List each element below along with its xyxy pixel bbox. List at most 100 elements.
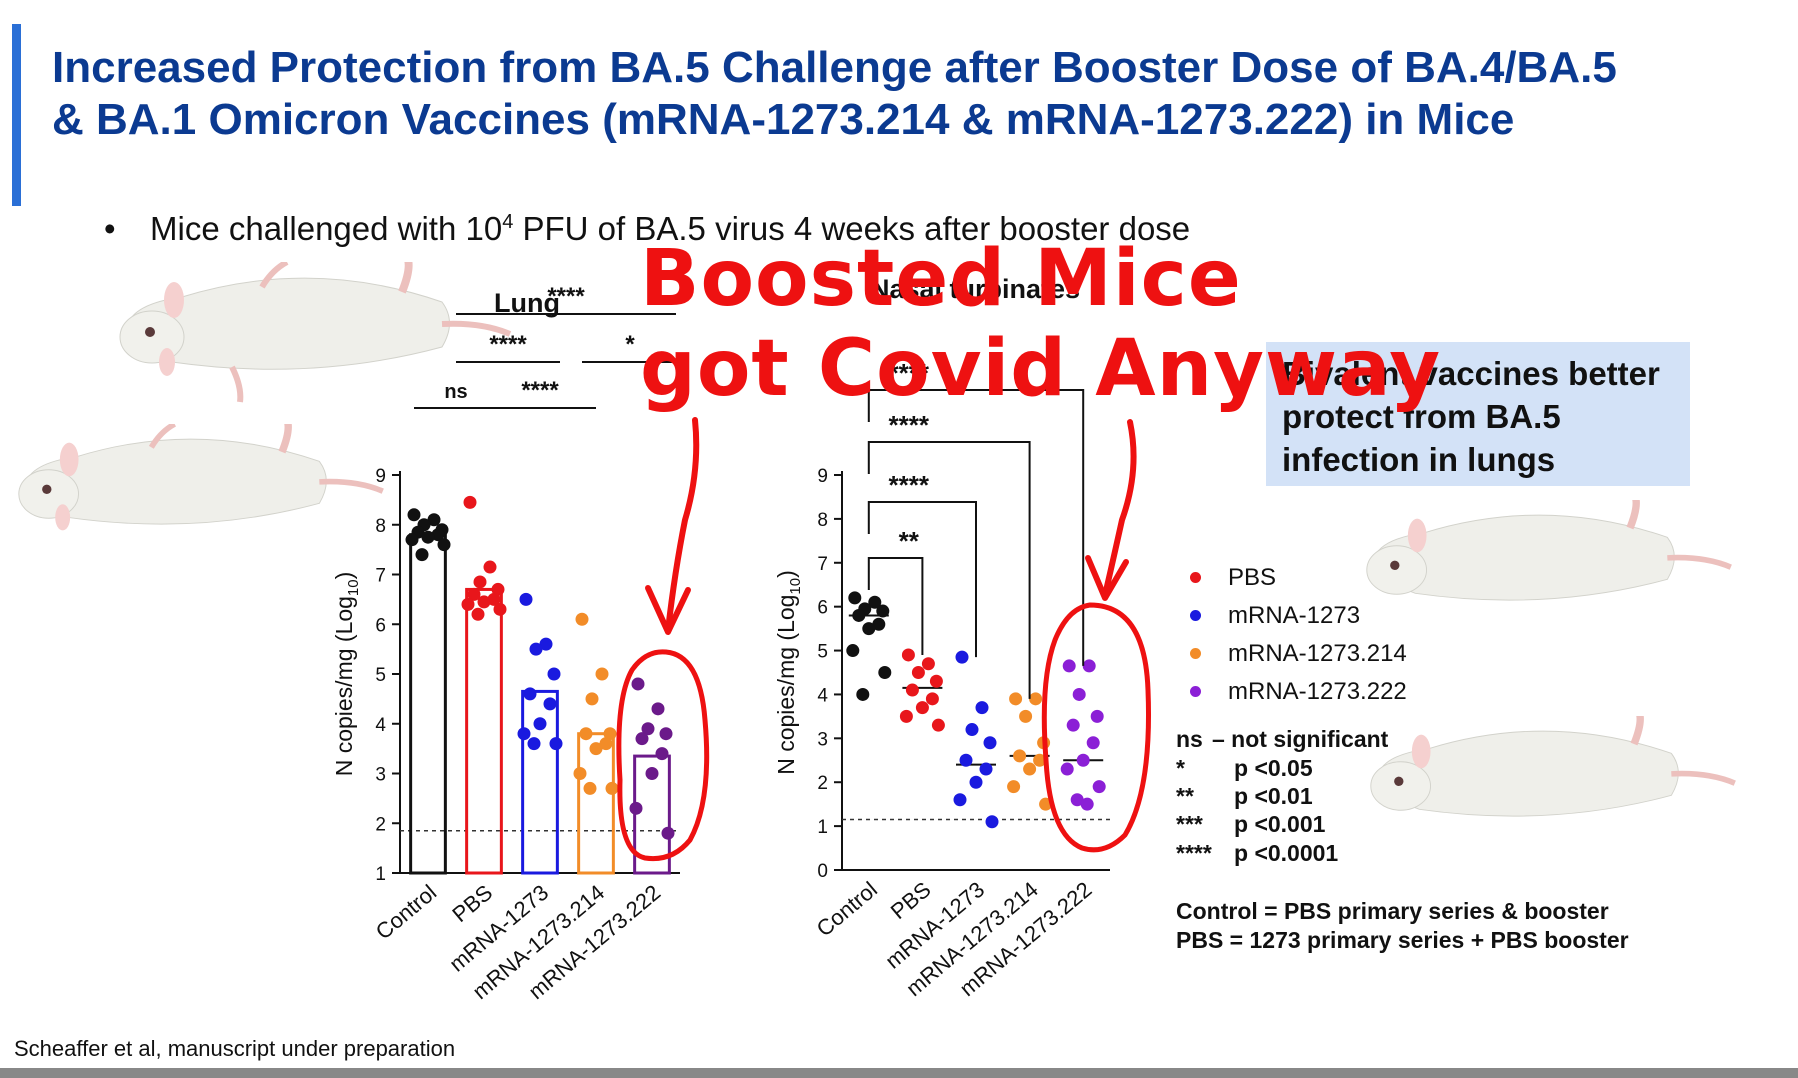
comparison-bracket (867, 389, 1085, 666)
data-point (655, 747, 669, 761)
data-point (661, 826, 675, 840)
data-point (407, 508, 421, 522)
bar (577, 732, 615, 875)
data-point (868, 595, 882, 609)
data-point (1060, 762, 1074, 776)
title-accent-bar (12, 24, 21, 206)
y-tick-label: 3 (375, 765, 386, 786)
data-point (955, 650, 969, 664)
data-point (549, 737, 563, 751)
data-point (523, 687, 537, 701)
data-point (595, 667, 609, 681)
data-point (415, 548, 429, 562)
data-point (878, 666, 892, 679)
significance-symbol: * (1176, 755, 1185, 781)
y-tick-label: 7 (817, 554, 828, 575)
data-point (901, 648, 915, 662)
callout-text: Bivalent vaccines better protect from BA… (1282, 355, 1660, 478)
y-tick-label: 1 (817, 817, 828, 838)
mouse-icon (18, 424, 384, 531)
mouse-icon (119, 262, 512, 403)
data-point (953, 793, 967, 807)
y-tick-label: 9 (375, 466, 386, 487)
data-point (872, 617, 886, 631)
legend-label: mRNA-1273 (1228, 602, 1361, 629)
overlay-line-1: Boosted Mice (640, 234, 1242, 324)
data-point (921, 657, 935, 671)
comparison-label: ns (444, 381, 467, 403)
data-point (1086, 736, 1100, 750)
y-axis-label: N copies/mg (Log10) (773, 570, 804, 775)
comparison-label: ** (899, 526, 920, 556)
data-point (911, 666, 925, 679)
data-point (605, 781, 619, 795)
data-point (1007, 780, 1021, 794)
data-point (437, 538, 451, 552)
definition-control: Control = PBS primary series & booster (1176, 898, 1609, 924)
y-axis-label-subscript: 10 (345, 579, 362, 596)
y-tick-label: 5 (375, 665, 386, 686)
significance-symbol: ns (1176, 726, 1203, 752)
data-point (1072, 687, 1086, 701)
comparison-label: **** (547, 283, 585, 310)
data-point (471, 607, 485, 621)
y-tick-label: 7 (375, 566, 386, 587)
comparison-bracket (867, 441, 1031, 699)
data-point (876, 604, 890, 618)
bar (465, 587, 503, 875)
legend-label: mRNA-1273.222 (1228, 678, 1407, 705)
data-point (659, 727, 673, 741)
comparison-label: **** (489, 331, 527, 358)
data-point (463, 495, 477, 509)
legend-dot (1190, 610, 1201, 621)
data-point (1092, 780, 1106, 794)
data-point (461, 597, 475, 611)
data-point (629, 801, 643, 815)
data-point (651, 702, 665, 716)
data-point (427, 513, 441, 527)
data-point (1029, 692, 1043, 706)
comparison-label: **** (889, 470, 930, 500)
y-axis-label-main: N copies/mg (Log (773, 595, 799, 775)
data-point (852, 608, 866, 622)
bullet-dot-icon: • (104, 210, 116, 247)
data-point (979, 762, 993, 776)
data-point (473, 575, 487, 589)
data-point (583, 781, 597, 795)
data-point (1019, 709, 1033, 723)
definition-pbs: PBS = 1273 primary series + PBS booster (1176, 927, 1629, 953)
y-axis-label: N copies/mg (Log10) (331, 572, 362, 777)
data-point (931, 718, 945, 732)
significance-label: p <0.05 (1234, 755, 1313, 781)
chart-title: Nasal turbinates (870, 274, 1080, 304)
citation: Scheaffer et al, manuscript under prepar… (14, 1036, 456, 1061)
significance-label: p <0.01 (1234, 783, 1313, 809)
data-point (579, 727, 593, 741)
title-line-1: Increased Protection from BA.5 Challenge… (52, 43, 1617, 92)
data-point (575, 612, 589, 626)
red-circle-icon (616, 649, 710, 862)
data-point (539, 637, 553, 651)
data-point (846, 644, 860, 658)
data-point (527, 737, 541, 751)
data-point (543, 697, 557, 711)
y-tick-label: 9 (817, 466, 828, 487)
data-point (905, 683, 919, 697)
data-point (487, 592, 501, 606)
data-point (421, 530, 435, 544)
significance-symbol: **** (1176, 840, 1212, 866)
significance-label: – not significant (1212, 726, 1389, 752)
y-axis-label-subscript: 10 (787, 578, 804, 595)
y-tick-label: 1 (375, 864, 386, 885)
y-axis-label-close: ) (331, 572, 357, 580)
data-point (1082, 659, 1096, 673)
data-point (467, 587, 481, 601)
legend-label: mRNA-1273.214 (1228, 640, 1407, 667)
data-point (1033, 753, 1047, 767)
y-tick-label: 5 (817, 642, 828, 663)
data-point (983, 736, 997, 750)
bullet-text-pre: Mice challenged with 10 (150, 210, 503, 247)
data-point (645, 767, 659, 780)
